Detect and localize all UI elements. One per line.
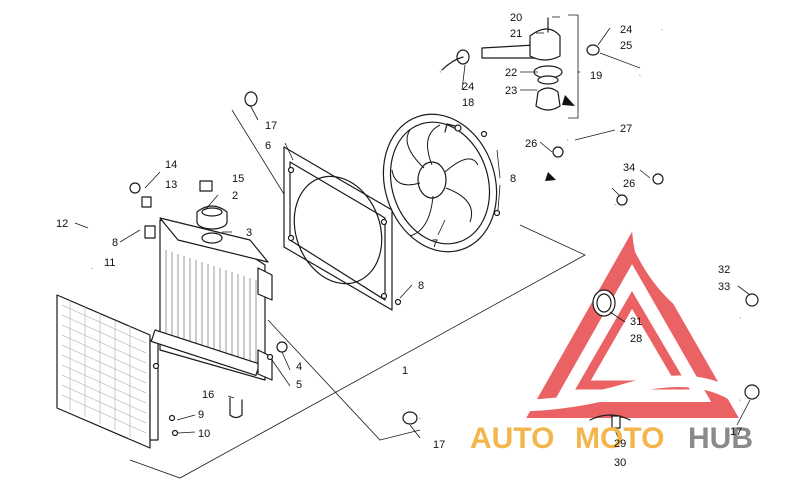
callout-8: 8 bbox=[418, 280, 424, 292]
callout-30: 30 bbox=[614, 457, 626, 469]
callout-21: 21 bbox=[510, 28, 522, 40]
coolant-hose-27 bbox=[545, 129, 628, 228]
callout-14: 14 bbox=[165, 159, 177, 171]
radiator bbox=[150, 217, 273, 419]
watermark-auto: AUTO bbox=[470, 422, 554, 455]
callout-34: 34 bbox=[623, 162, 635, 174]
callout-4: 4 bbox=[296, 361, 302, 373]
callout-16: 16 bbox=[202, 389, 214, 401]
callout-23: 23 bbox=[505, 85, 517, 97]
thermostat-housing bbox=[481, 14, 579, 119]
callout-2: 2 bbox=[232, 190, 238, 202]
lower-hose bbox=[631, 173, 759, 328]
bypass-hose bbox=[586, 27, 667, 78]
callout-9: 9 bbox=[198, 409, 204, 421]
callout-1: 1 bbox=[402, 365, 408, 377]
bottom-hose bbox=[402, 375, 760, 429]
callout-28: 28 bbox=[630, 333, 642, 345]
callout-17: 17 bbox=[730, 426, 742, 438]
radiator-cap bbox=[196, 205, 228, 244]
callout-32: 32 bbox=[718, 264, 730, 276]
callout-24: 24 bbox=[462, 81, 474, 93]
callout-5: 5 bbox=[296, 379, 302, 391]
callout-11: 11 bbox=[104, 257, 115, 269]
cooling-fan bbox=[382, 113, 501, 253]
callout-31: 31 bbox=[630, 316, 642, 328]
callout-18: 18 bbox=[462, 97, 474, 109]
callout-26: 26 bbox=[525, 138, 537, 150]
callout-3: 3 bbox=[246, 227, 252, 239]
callout-20: 20 bbox=[510, 12, 522, 24]
watermark-text: AUTO MOTO HUB bbox=[470, 422, 753, 455]
fan-shroud bbox=[283, 146, 402, 311]
callout-15: 15 bbox=[232, 173, 244, 185]
callout-17: 17 bbox=[433, 439, 445, 451]
callout-7: 7 bbox=[432, 238, 438, 250]
watermark-moto: MOTO bbox=[575, 422, 664, 455]
callout-labels: 20 21 22 23 19 24 25 24 18 17 6 26 27 34… bbox=[56, 12, 742, 469]
watermark-hub: HUB bbox=[688, 422, 753, 455]
callout-8: 8 bbox=[510, 173, 516, 185]
callout-24: 24 bbox=[620, 24, 632, 36]
callout-22: 22 bbox=[505, 67, 517, 79]
callout-6: 6 bbox=[265, 140, 271, 152]
callout-27: 27 bbox=[620, 123, 632, 135]
callout-26: 26 bbox=[623, 178, 635, 190]
radiator-screen bbox=[56, 294, 159, 449]
callout-33: 33 bbox=[718, 281, 730, 293]
callout-10: 10 bbox=[198, 428, 210, 440]
callout-12: 12 bbox=[56, 218, 68, 230]
callout-13: 13 bbox=[165, 179, 177, 191]
hose-clamp-31 bbox=[592, 289, 616, 317]
leader-lines bbox=[74, 16, 751, 443]
callout-8: 8 bbox=[112, 237, 118, 249]
callout-19: 19 bbox=[590, 70, 602, 82]
upper-hose bbox=[244, 49, 470, 138]
callout-17: 17 bbox=[265, 120, 277, 132]
callout-25: 25 bbox=[620, 40, 632, 52]
callout-29: 29 bbox=[614, 438, 626, 450]
overflow-hose bbox=[89, 180, 213, 269]
